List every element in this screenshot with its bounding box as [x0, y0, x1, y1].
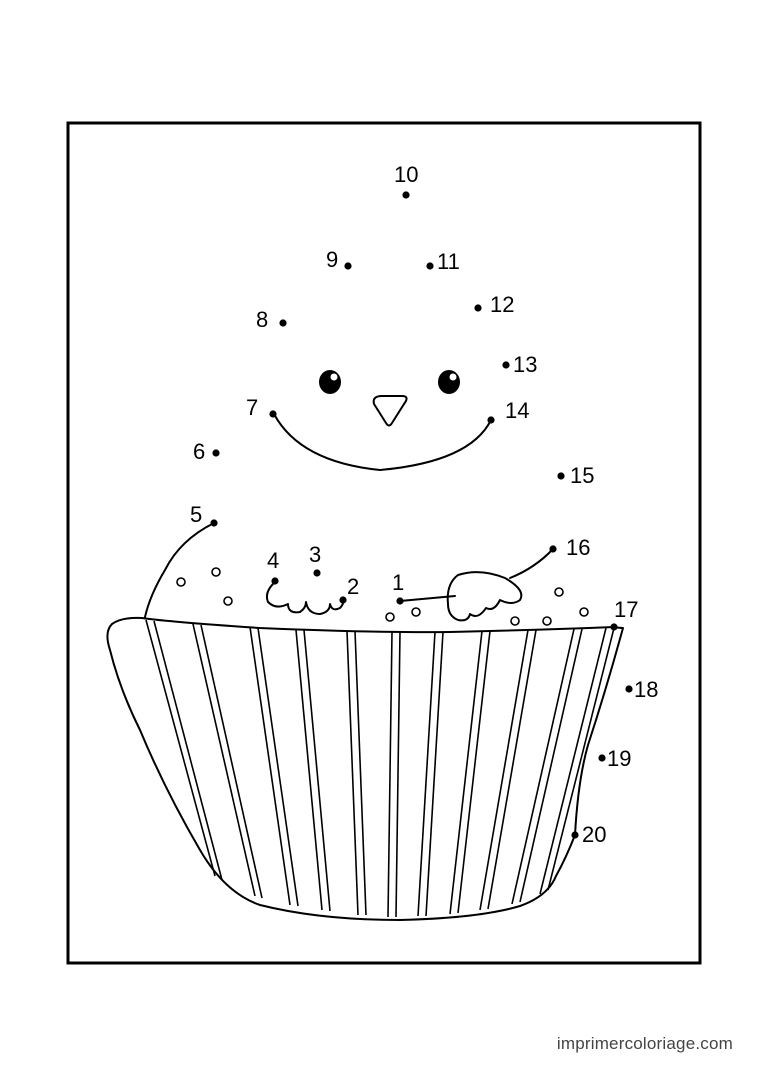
dot-7[interactable]: 7 — [246, 395, 277, 420]
dot-label: 20 — [582, 822, 606, 847]
right-wing — [446, 571, 523, 622]
dot-19[interactable]: 19 — [598, 746, 631, 771]
page-frame — [66, 121, 702, 965]
dot-11[interactable]: 11 — [426, 249, 460, 274]
wrapper-stripes — [145, 619, 615, 918]
frosting-left-edge — [144, 522, 215, 618]
dot-1[interactable]: 1 — [392, 570, 404, 605]
dot-label: 10 — [394, 162, 418, 187]
face — [273, 370, 492, 471]
dot-label: 3 — [309, 542, 321, 567]
smile — [273, 413, 492, 471]
dot-label: 17 — [614, 597, 638, 622]
dot-label: 7 — [246, 395, 258, 420]
dot-label: 11 — [437, 249, 460, 274]
dot-label: 4 — [267, 548, 279, 573]
cupcake-wrapper — [106, 616, 624, 921]
dot-label: 5 — [190, 502, 202, 527]
dot-16[interactable]: 16 — [549, 535, 590, 560]
dot-3[interactable]: 3 — [309, 542, 321, 577]
dot-label: 15 — [570, 463, 594, 488]
dot-label: 2 — [347, 574, 359, 599]
frosting-right-arm — [509, 548, 554, 579]
dot-6[interactable]: 6 — [193, 439, 220, 464]
dot-label: 13 — [513, 352, 537, 377]
dot-14[interactable]: 14 — [487, 398, 529, 424]
sprinkles — [176, 567, 589, 626]
dot-label: 14 — [505, 398, 529, 423]
dot-label: 8 — [256, 307, 268, 332]
right-eye — [438, 370, 460, 394]
dot-label: 6 — [193, 439, 205, 464]
dot-label: 18 — [634, 677, 658, 702]
dot-points: 1 2 3 4 5 6 7 8 9 10 11 12 13 14 15 16 1… — [190, 162, 658, 847]
dot-13[interactable]: 13 — [502, 352, 537, 377]
left-wing — [265, 581, 345, 615]
dot-12[interactable]: 12 — [474, 292, 514, 317]
watermark-text: imprimercoloriage.com — [556, 1034, 733, 1053]
dot-17[interactable]: 17 — [610, 597, 638, 631]
dot-5[interactable]: 5 — [190, 502, 218, 527]
dot-label: 12 — [490, 292, 514, 317]
dot-15[interactable]: 15 — [557, 463, 594, 488]
dot-label: 16 — [566, 535, 590, 560]
beak — [372, 395, 408, 427]
dot-label: 1 — [392, 570, 404, 595]
dot-2[interactable]: 2 — [339, 574, 359, 604]
dot-18[interactable]: 18 — [625, 677, 658, 702]
dot-9[interactable]: 9 — [326, 247, 352, 272]
dot-label: 19 — [607, 746, 631, 771]
dot-8[interactable]: 8 — [256, 307, 287, 332]
dot-20[interactable]: 20 — [571, 822, 606, 847]
dot-label: 9 — [326, 247, 338, 272]
dot-10[interactable]: 10 — [394, 162, 418, 199]
dot-4[interactable]: 4 — [267, 548, 279, 585]
frosting-inner-line — [399, 595, 456, 602]
left-eye — [319, 370, 341, 394]
